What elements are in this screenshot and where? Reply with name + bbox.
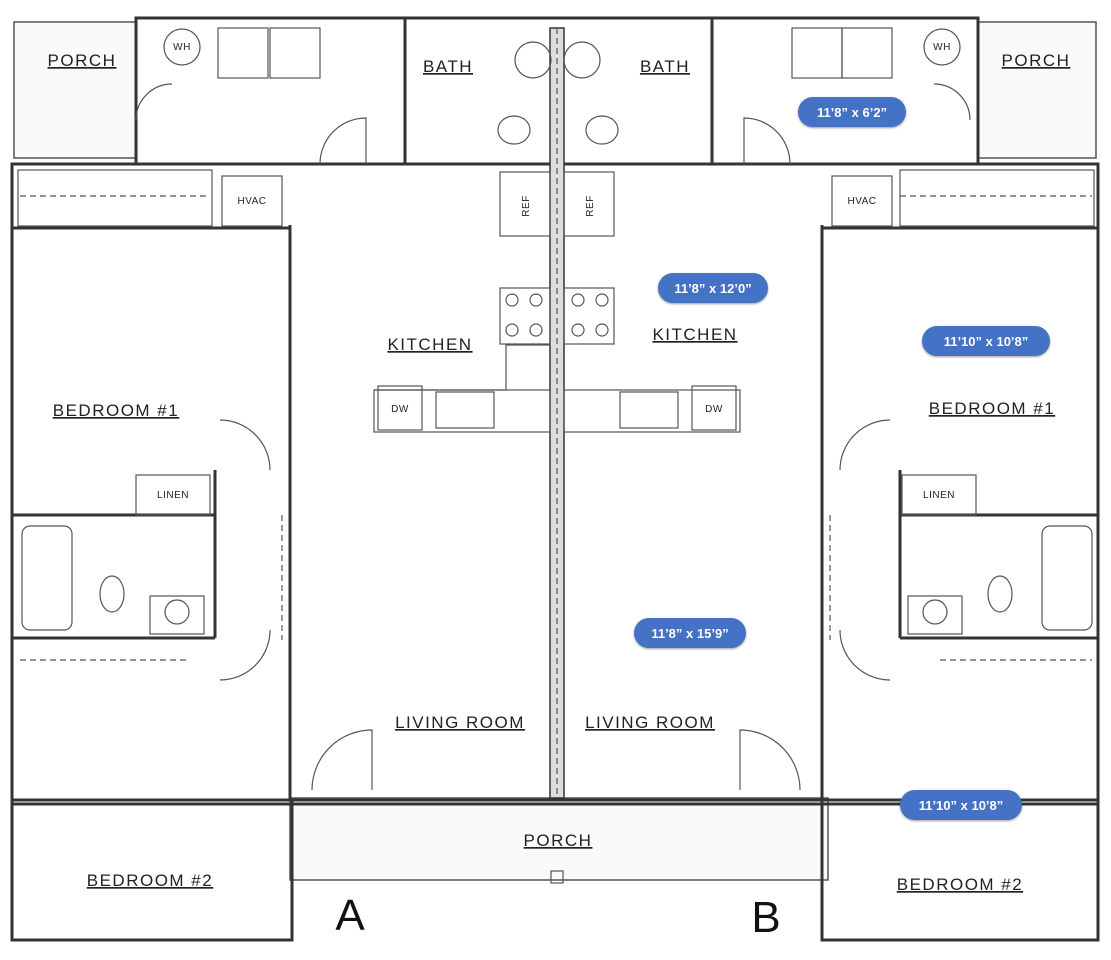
linen-label-b: LINEN (923, 490, 955, 501)
porch-label-front: PORCH (524, 831, 593, 850)
b-washer (791, 27, 843, 79)
dw-label-b: DW (705, 404, 723, 415)
bedroom1-label-a: BEDROOM #1 (53, 401, 179, 420)
wh-label-b: WH (933, 42, 951, 53)
a-burner (505, 293, 519, 307)
ref-label-a: REF (521, 195, 532, 217)
dw-label-a: DW (391, 404, 409, 415)
porch-back-right (977, 21, 1097, 159)
a-back-door-swing (319, 117, 367, 165)
b-range (563, 287, 615, 345)
a-counter-run (373, 389, 551, 433)
b-bedroom2-door-swing (839, 629, 891, 681)
porch-back-left (13, 21, 137, 159)
b-bath-toilet (585, 115, 619, 145)
b-burner (595, 293, 609, 307)
b-toilet (987, 575, 1013, 613)
porch-post (550, 870, 564, 884)
bedroom2-label-b: BEDROOM #2 (897, 875, 1023, 894)
a-bathtub (21, 525, 73, 631)
dimension-bedroom1-pill: 11’10” x 10’8” (922, 326, 1050, 356)
a-front-door-swing (311, 729, 373, 791)
a-porch-door-swing (135, 83, 173, 121)
living-label-a: LIVING ROOM (395, 713, 525, 732)
a-water-heater (163, 28, 201, 66)
living-label-b: LIVING ROOM (585, 713, 715, 732)
bath-label-b: BATH (640, 57, 690, 76)
b-linen-box (901, 474, 977, 516)
a-burner (529, 293, 543, 307)
dimension-bedroom2-pill: 11’10” x 10’8” (900, 790, 1022, 820)
a-bedroom1-door-swing (219, 419, 271, 471)
b-porch-door-swing (933, 83, 971, 121)
a-closet-1 (17, 169, 213, 227)
a-sink-bowl (164, 599, 190, 625)
bedroom1-label-b: BEDROOM #1 (929, 399, 1055, 418)
bedroom2-a-outer (10, 798, 294, 942)
a-range (499, 287, 551, 345)
hvac-label-a: HVAC (237, 196, 266, 207)
a-bath-sink (149, 595, 205, 635)
dimension-kitchen-pill: 11’8” x 12’0” (658, 273, 768, 303)
bedroom2-label-a: BEDROOM #2 (87, 871, 213, 890)
linen-label-a: LINEN (157, 490, 189, 501)
b-kitchen-sink (619, 391, 679, 429)
b-bedroom1-door-swing (839, 419, 891, 471)
ref-label-b: REF (585, 195, 596, 217)
b-burner (571, 323, 585, 337)
a-burner (505, 323, 519, 337)
b-bathtub (1041, 525, 1093, 631)
b-bath-lav (563, 41, 601, 79)
a-bedroom2-door-swing (219, 629, 271, 681)
unit-b-label: B (751, 893, 780, 942)
kitchen-label-b: KITCHEN (652, 325, 737, 344)
unit-a-label: A (335, 891, 365, 940)
dimension-bath-pill: 11’8” x 6’2” (798, 97, 906, 127)
hvac-label-b: HVAC (847, 196, 876, 207)
b-hvac-box (831, 175, 893, 227)
b-back-door-swing (743, 117, 791, 165)
b-bath-sink (907, 595, 963, 635)
bath-label-a: BATH (423, 57, 473, 76)
a-linen-box (135, 474, 211, 516)
a-burner (529, 323, 543, 337)
a-dryer (269, 27, 321, 79)
b-sink-bowl (922, 599, 948, 625)
a-kitchen-sink (435, 391, 495, 429)
b-burner (595, 323, 609, 337)
b-front-door-swing (739, 729, 801, 791)
a-washer (217, 27, 269, 79)
wh-label-a: WH (173, 42, 191, 53)
porch-label-a: PORCH (48, 51, 117, 70)
a-bath-toilet (497, 115, 531, 145)
b-water-heater (923, 28, 961, 66)
b-counter-run (563, 389, 741, 433)
a-dishwasher (377, 385, 423, 431)
b-refrigerator (563, 171, 615, 237)
b-dryer (841, 27, 893, 79)
dimension-living-pill: 11’8” x 15’9” (634, 618, 746, 648)
a-toilet (99, 575, 125, 613)
bedroom2-b-outer (820, 798, 1100, 942)
porch-label-b: PORCH (1002, 51, 1071, 70)
a-refrigerator (499, 171, 551, 237)
a-bath-lav (514, 41, 552, 79)
b-dishwasher (691, 385, 737, 431)
b-burner (571, 293, 585, 307)
b-closet-1 (899, 169, 1095, 227)
a-hvac-box (221, 175, 283, 227)
kitchen-label-a: KITCHEN (387, 335, 472, 354)
